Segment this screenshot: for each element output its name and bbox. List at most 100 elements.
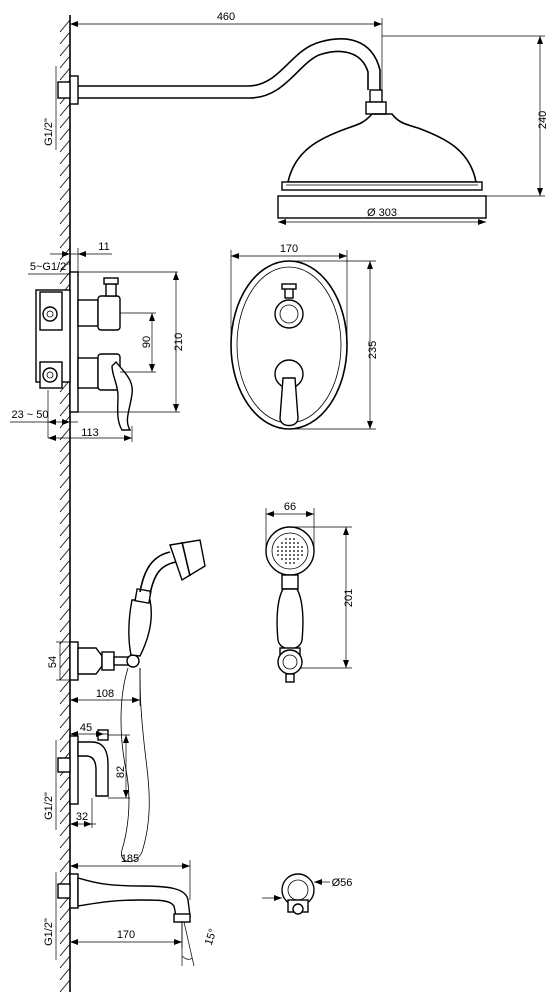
hatch-line — [59, 799, 71, 813]
hatch-line — [59, 535, 71, 549]
dim-235: 235 — [289, 260, 379, 430]
spray-dot — [285, 562, 287, 564]
spray-dot — [289, 538, 291, 540]
hatch-line — [59, 103, 71, 117]
spray-dot — [289, 546, 291, 548]
cover-plate-side — [69, 271, 79, 413]
dim-201: 201 — [290, 526, 355, 669]
spray-dot — [293, 562, 295, 564]
hatch-line — [59, 55, 71, 69]
spray-dot — [289, 554, 291, 556]
hatch-line — [59, 511, 71, 525]
dim-170-plate-label: 170 — [280, 243, 298, 255]
hatch-line — [59, 391, 71, 405]
hatch-line — [59, 211, 71, 225]
hatch-line — [59, 727, 71, 741]
dim-303: Ø 303 — [278, 207, 486, 225]
shower-head-assembly — [57, 38, 487, 219]
spray-dot — [301, 550, 303, 552]
thread-top-label: G1/2" — [43, 118, 55, 146]
dim-45-label: 45 — [80, 722, 92, 734]
spray-dot — [297, 546, 299, 548]
thread-mid: G1/2" — [43, 740, 57, 830]
dim-82: 82 — [108, 734, 130, 799]
hatch-line — [59, 547, 71, 561]
hatch-line — [59, 475, 71, 489]
spray-dot — [293, 546, 295, 548]
spray-dot — [297, 554, 299, 556]
hatch-line — [59, 67, 71, 81]
hose — [120, 667, 150, 862]
spout-outlet — [173, 913, 191, 923]
upper-knob-front — [274, 299, 304, 329]
thread-bottom: G1/2" — [43, 872, 57, 960]
holder-front — [277, 649, 303, 675]
hatch-line — [59, 943, 71, 957]
dim-240: 240 — [382, 35, 549, 197]
spray-dot — [297, 550, 299, 552]
hatch-line — [59, 967, 71, 981]
hatch-line — [59, 607, 71, 621]
hatch-line — [59, 715, 71, 729]
holder-clip — [126, 654, 140, 668]
dim-15-label: 15° — [203, 927, 220, 947]
hatch-line — [59, 115, 71, 129]
hatch-line — [59, 259, 71, 273]
hand-shower-side-handle — [128, 599, 152, 657]
holder-flange — [69, 641, 79, 681]
hatch-line — [59, 403, 71, 417]
spray-dot — [293, 542, 295, 544]
hatch-line — [59, 31, 71, 45]
swivel-joint — [369, 89, 383, 103]
dim-32: 32 — [70, 798, 96, 828]
thread-bottom-label: G1/2" — [43, 918, 55, 946]
hatch-line — [59, 235, 71, 249]
swivel-nut — [365, 101, 387, 115]
thread-top: G1/2" — [43, 66, 57, 150]
hatch-line — [59, 655, 71, 669]
dim-54-label: 54 — [47, 656, 59, 668]
spray-dot — [277, 554, 279, 556]
dim-82-label: 82 — [115, 766, 127, 778]
hatch-line — [59, 691, 71, 705]
hatch-line — [59, 907, 71, 921]
dim-201-label: 201 — [343, 589, 355, 607]
hatch-line — [59, 667, 71, 681]
dim-170-plate: 170 — [230, 243, 348, 345]
spray-dot — [297, 542, 299, 544]
hatch-line — [59, 451, 71, 465]
outlet-body — [77, 741, 109, 797]
dim-15-angle: 15° — [181, 921, 220, 967]
spray-dot — [285, 538, 287, 540]
hatch-line — [59, 775, 71, 789]
lever-front — [279, 377, 299, 427]
dim-185-label: 185 — [121, 853, 139, 865]
shower-head-base — [277, 195, 487, 219]
shower-head-dome — [287, 113, 477, 183]
dim-23-50: 23 ~ 50 — [10, 390, 78, 438]
hatch-line — [59, 187, 71, 201]
hatch-line — [59, 931, 71, 945]
spray-dot — [293, 550, 295, 552]
hatch-line — [59, 679, 71, 693]
hatch-line — [59, 487, 71, 501]
dim-11: 11 — [50, 241, 112, 272]
shower-arm-top — [78, 38, 381, 90]
dim-235-label: 235 — [367, 341, 379, 359]
wall-flange — [69, 75, 79, 105]
spray-dot — [293, 558, 295, 560]
dim-56: Ø56 — [262, 877, 352, 901]
hatch-line — [59, 871, 71, 885]
spout-flange — [69, 873, 79, 909]
dim-210: 210 — [78, 272, 185, 413]
hatch-line — [59, 823, 71, 837]
spray-dot — [289, 558, 291, 560]
hatch-line — [59, 163, 71, 177]
hatch-line — [59, 919, 71, 933]
hatch-line — [59, 175, 71, 189]
wall-hatching — [59, 19, 71, 993]
dim-23-50-label: 23 ~ 50 — [11, 409, 48, 421]
hatch-line — [59, 139, 71, 153]
dim-113: 113 — [48, 426, 133, 442]
hand-shower-front — [265, 526, 315, 683]
